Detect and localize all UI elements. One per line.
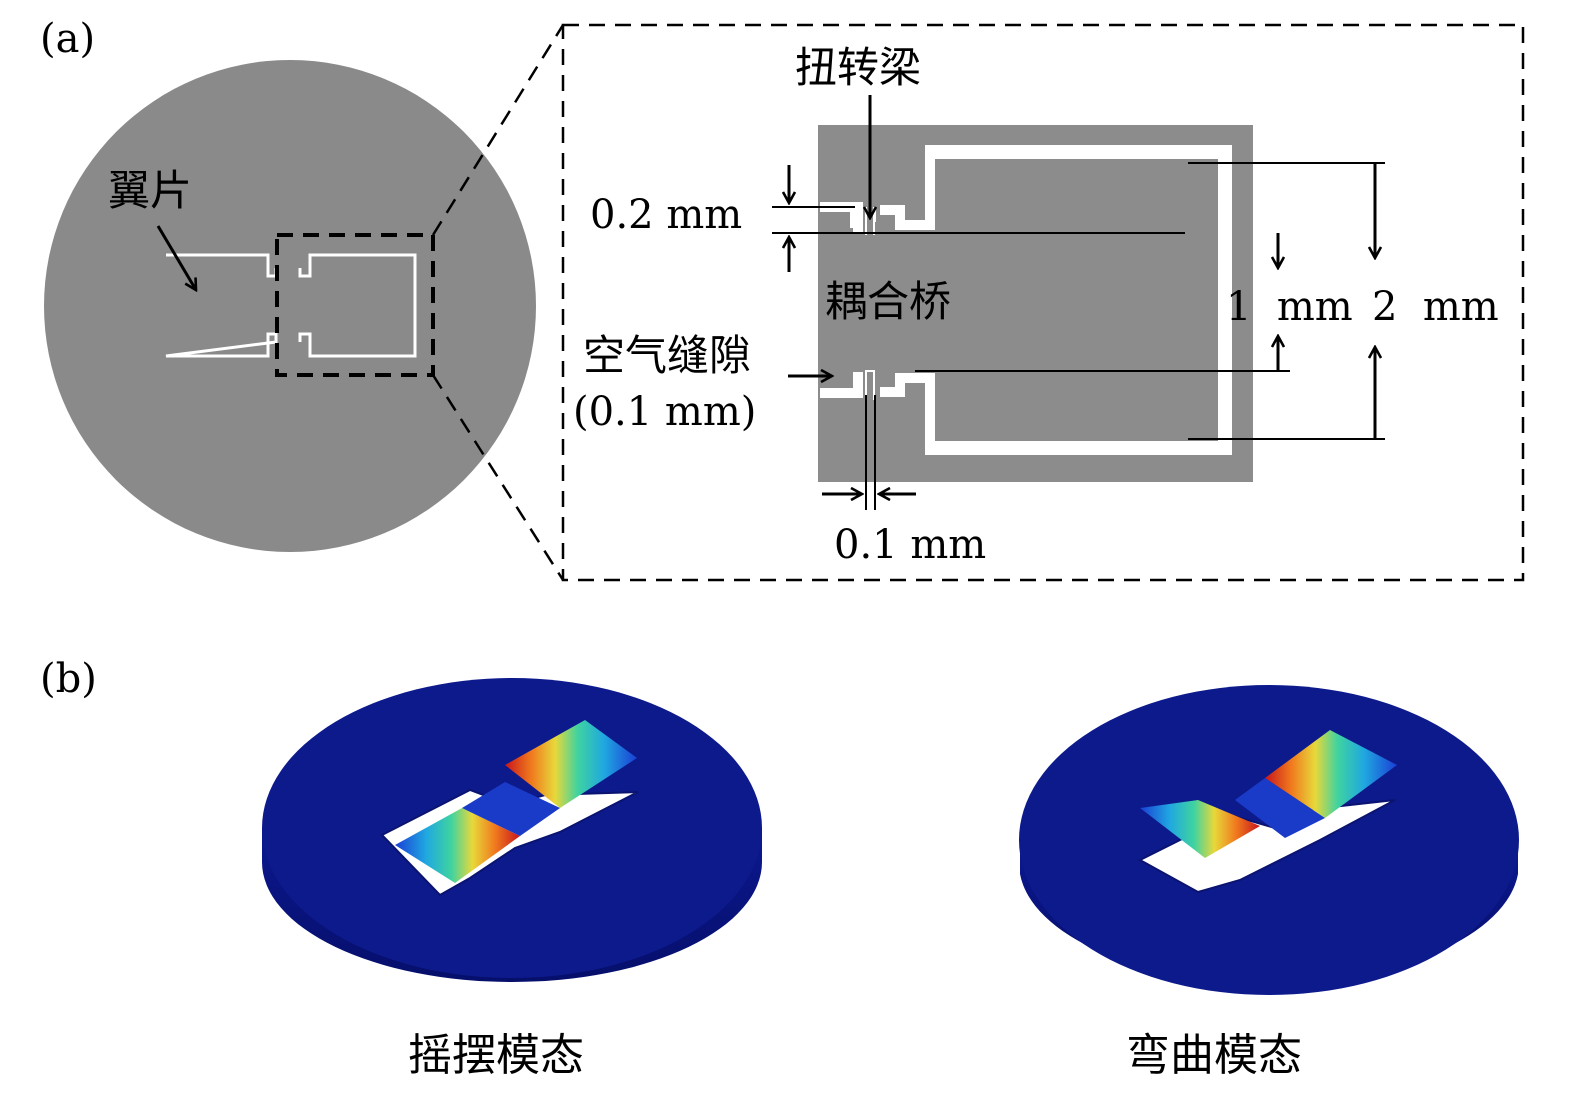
zoom-slot-shape (925, 145, 1232, 455)
torsion-beam-label: 扭转梁 (795, 43, 921, 92)
coupling-bridge-label: 耦合桥 (825, 277, 951, 326)
bending-mode-caption: 弯曲模态 (1126, 1030, 1302, 1081)
dim-inner-height-text: 1 mm (1226, 284, 1353, 330)
dim-outer-height-text: 2 mm (1372, 284, 1499, 330)
beam-gap-top-fill (867, 207, 873, 235)
zoom-detail: 扭转梁 0.2 mm 耦合桥 空气缝隙 (0.1 mm) 0.1 mm (561, 23, 1525, 582)
wing-arrow (156, 225, 196, 290)
wing-label: 翼片 (108, 166, 192, 215)
zoom-line-top (431, 24, 565, 236)
panel-a-label: (a) (40, 16, 95, 62)
right-flap-near (1140, 800, 1260, 858)
bending-mode-render (1019, 685, 1519, 995)
left-flap-near (395, 808, 520, 883)
right-flap-far (1265, 730, 1397, 818)
rocking-mode-caption: 摇摆模态 (408, 1030, 584, 1081)
right-bridge (1235, 778, 1325, 838)
zoom-substrate (818, 125, 1253, 482)
right-cavity (1137, 799, 1396, 894)
panel-a: (a) 翼片 (40, 16, 1525, 582)
rocking-mode-render (262, 678, 762, 982)
disk-top-view: 翼片 (44, 60, 536, 552)
zoom-region-box (275, 233, 435, 377)
dim-gap-width-text: 0.1 mm (834, 522, 986, 568)
zoom-frame (561, 23, 1525, 582)
air-gap-value: (0.1 mm) (573, 389, 756, 435)
left-flap-far (505, 720, 637, 808)
air-gap-label: 空气缝隙 (583, 331, 751, 380)
zoom-line-bottom (431, 374, 565, 581)
panel-b: (b) 摇摆模态 弯曲模态 (40, 656, 1519, 1081)
disk (44, 60, 536, 552)
beam-gap-bottom-fill (867, 372, 873, 400)
dim-beam-width-text: 0.2 mm (590, 192, 742, 238)
left-bridge (462, 782, 560, 836)
panel-b-label: (b) (40, 656, 97, 702)
